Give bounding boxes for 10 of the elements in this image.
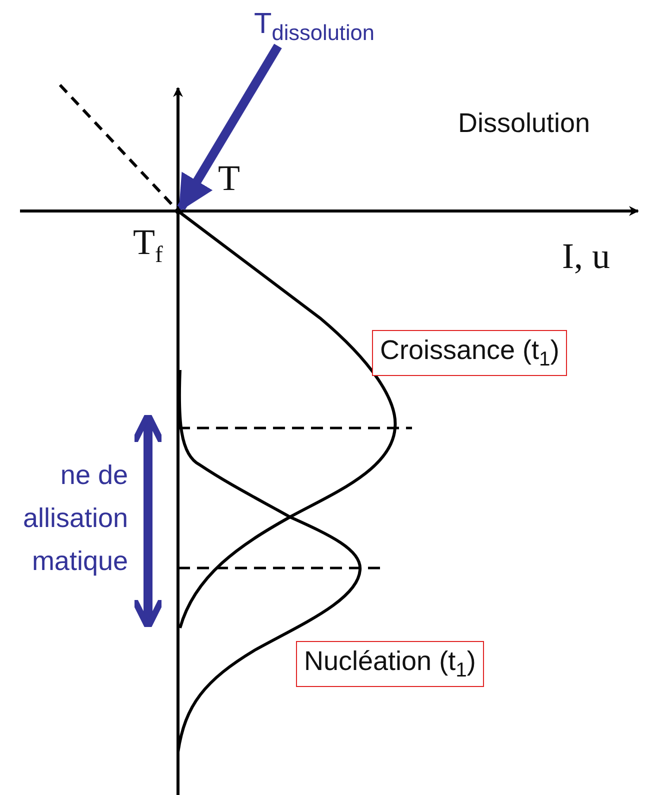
axis-label: T — [218, 157, 240, 200]
arrow — [177, 44, 282, 212]
axis-label: Dissolution — [458, 107, 590, 140]
axis-label: T$_{f}$ — [133, 221, 163, 270]
label-box: Croissance (t$_{1}$) — [372, 330, 568, 376]
origin-point — [175, 208, 181, 214]
zone-label: ne de allisation matique — [22, 459, 128, 578]
axis-label: I, u — [562, 235, 610, 278]
callout-text: T$_{dissolution}$ — [254, 8, 374, 46]
label-box: Nucléation (t$_{1}$) — [296, 641, 484, 688]
